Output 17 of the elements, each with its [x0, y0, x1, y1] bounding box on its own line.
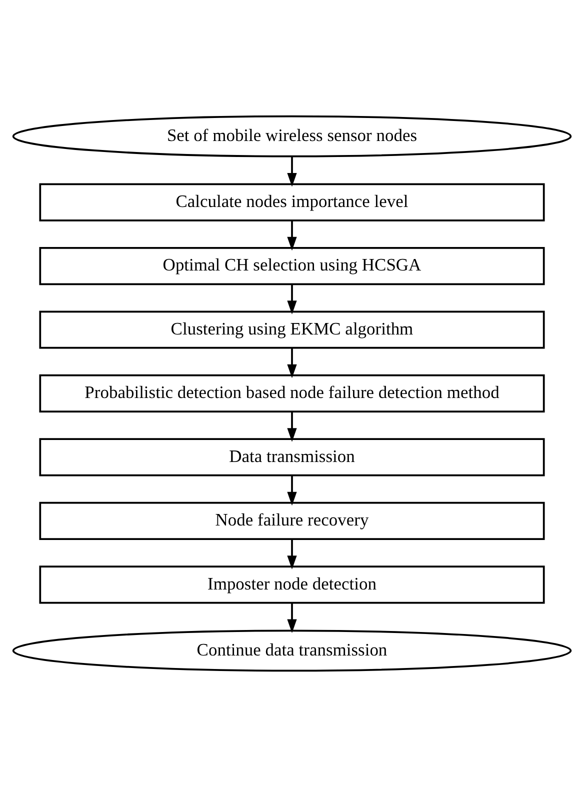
- node-box: Data transmission: [39, 438, 545, 476]
- node-box: Probabilistic detection based node failure detection method: [39, 374, 545, 413]
- arrow: [287, 602, 297, 633]
- arrow: [287, 539, 297, 570]
- node-box: Clustering using EKMC algorithm: [39, 310, 545, 349]
- node-box: Imposter node detection: [39, 566, 545, 604]
- arrow: [287, 412, 297, 442]
- arrow: [287, 348, 297, 378]
- arrow: [287, 220, 297, 251]
- node-ellipse: Set of mobile wireless sensor nodes: [12, 115, 572, 158]
- node-ellipse: Continue data transmission: [12, 630, 572, 672]
- node-box: Optimal CH selection using HCSGA: [39, 246, 545, 286]
- node-box: Node failure recovery: [39, 502, 545, 540]
- arrow: [287, 156, 297, 187]
- arrow: [287, 284, 297, 314]
- arrow: [287, 476, 297, 506]
- node-box: Calculate nodes importance level: [39, 183, 545, 222]
